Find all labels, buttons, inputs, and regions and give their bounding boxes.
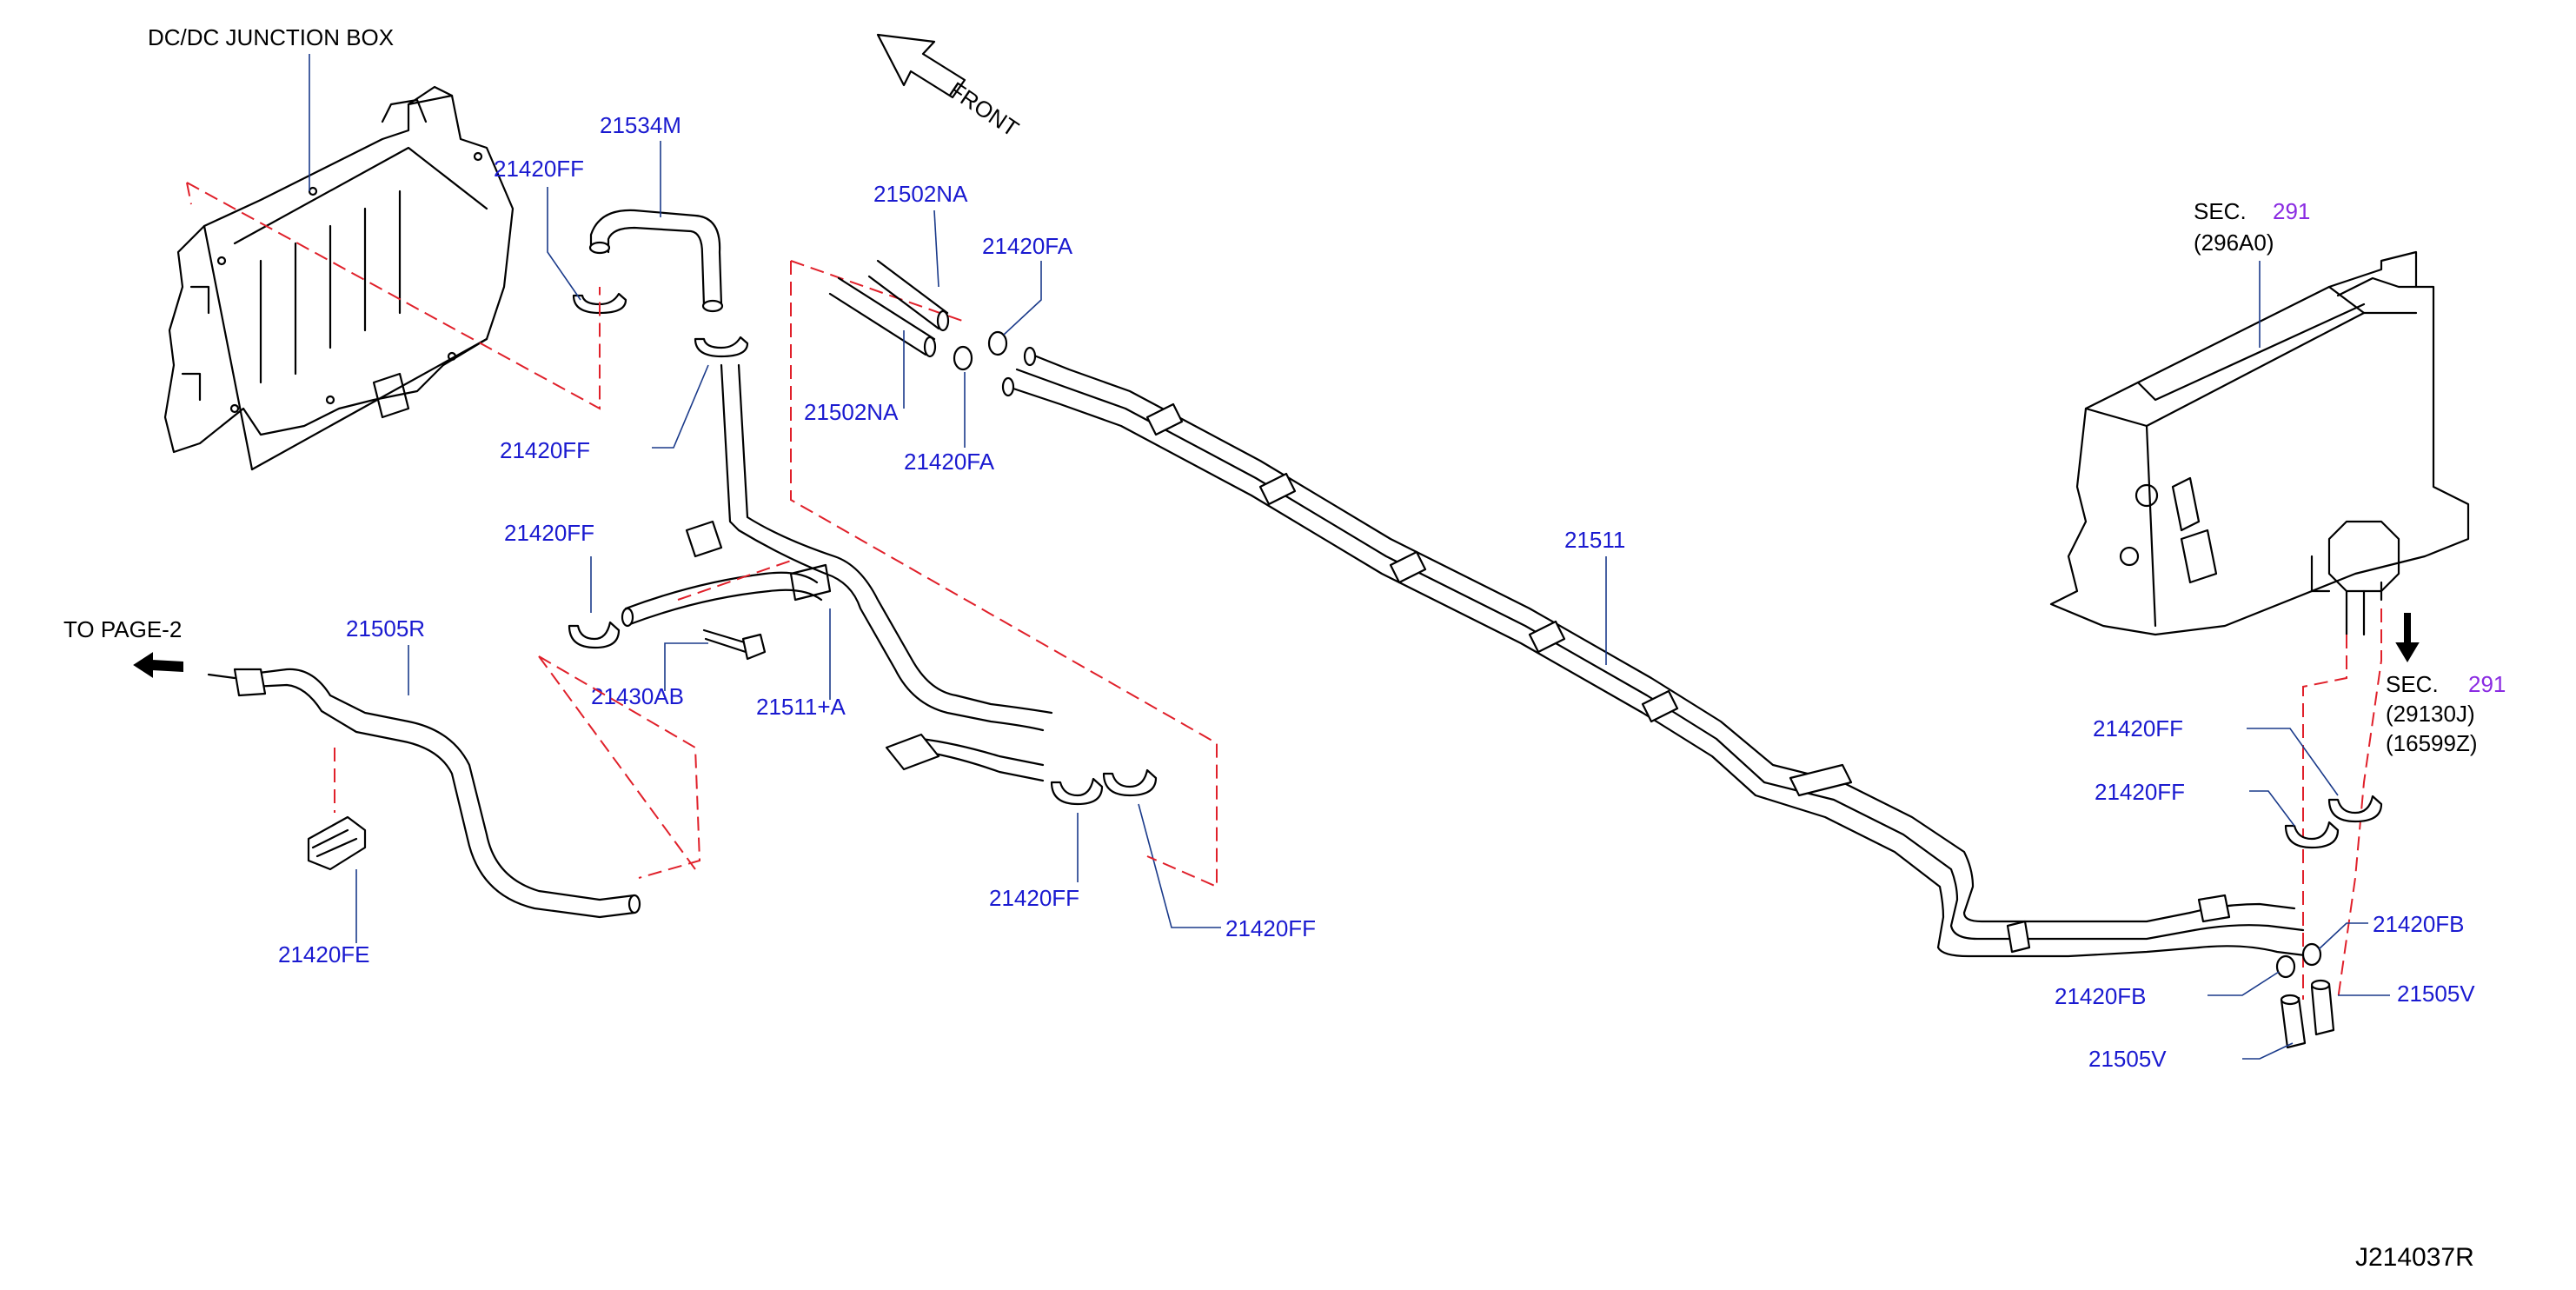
leader-21420FB-b	[2208, 971, 2280, 996]
label-21420FF-f: 21420FF	[2093, 715, 2183, 741]
leader-21420FB-a	[2318, 922, 2368, 950]
clamp-21420FE	[307, 815, 367, 871]
label-21420FF-e: 21420FF	[1225, 915, 1316, 941]
clamp-21420FF-c	[568, 621, 621, 649]
sec-291-component	[2049, 250, 2470, 636]
clamp-21420FF-b	[694, 336, 749, 358]
clamp-21420FF-f	[2327, 795, 2383, 823]
label-21511: 21511	[1564, 527, 1625, 553]
leader-21420FF-b	[652, 364, 709, 449]
guide-line-b	[538, 261, 1218, 888]
guide-line-d	[538, 655, 696, 870]
sec-top-number: 291	[2273, 198, 2310, 224]
label-21420FF-b: 21420FF	[500, 437, 590, 463]
clamp-21420FF-g	[2284, 821, 2340, 849]
label-21505R: 21505R	[346, 615, 425, 642]
clamp-21420FF-d	[1050, 777, 1104, 806]
label-21420FB-b: 21420FB	[2055, 983, 2147, 1009]
hose-21502NA-b	[828, 276, 937, 358]
sec-top-prefix: SEC.	[2194, 198, 2247, 224]
leader-21420FF-e	[1138, 803, 1221, 928]
leader-21505V-b	[2242, 1042, 2294, 1060]
hose-21505V-b	[2280, 994, 2307, 1049]
label-21420FA-b: 21420FA	[904, 449, 995, 475]
hose-21505V-a	[2310, 979, 2335, 1036]
drawing-id: J214037R	[2355, 1243, 2474, 1272]
sec-top-ref: (296A0)	[2194, 229, 2274, 256]
label-21420FF-c: 21420FF	[504, 520, 594, 546]
clamp-21420FA-b	[953, 345, 973, 371]
leader-21502NA-a	[933, 209, 939, 288]
leader-21420FF-a	[547, 187, 581, 301]
label-21430AB: 21430AB	[591, 683, 684, 709]
hose-21534M	[588, 209, 724, 313]
guide-line-c	[790, 260, 966, 322]
clamp-21420FB-a	[2301, 942, 2322, 967]
label-21420FA-a: 21420FA	[982, 233, 1073, 259]
label-21502NA-a: 21502NA	[873, 181, 968, 207]
sec-bottom-number: 291	[2468, 671, 2506, 697]
sec-bottom-prefix: SEC.	[2386, 671, 2439, 697]
front-label: FRONT	[945, 76, 1024, 142]
clamp-21420FF-e	[1102, 768, 1158, 797]
to-page-label: TO PAGE-2	[63, 616, 182, 642]
hose-21505R	[207, 668, 641, 919]
leader-21420FF-f	[2247, 728, 2339, 796]
sec-bottom-ref1: (29130J)	[2386, 701, 2475, 727]
label-21534M: 21534M	[600, 112, 681, 138]
leader-21420FF-g	[2249, 790, 2295, 827]
pipe-21511	[1001, 346, 2314, 958]
guide-line-sec	[2302, 608, 2382, 1001]
dcdc-junction-box	[163, 85, 515, 471]
label-21502NA-b: 21502NA	[804, 399, 899, 425]
dcdc-junction-box-label: DC/DC JUNCTION BOX	[148, 24, 394, 50]
guide-line-a	[186, 182, 601, 410]
hose-21502NA-a	[867, 259, 950, 332]
clamp-21420FA-a	[987, 330, 1008, 356]
label-21420FF-d: 21420FF	[989, 885, 1079, 911]
front-arrow-icon	[876, 33, 966, 99]
leader-21420FA-a	[1003, 261, 1042, 336]
clamp-21420FB-b	[2275, 954, 2296, 979]
label-21420FF-g: 21420FF	[2095, 779, 2185, 805]
label-21511A: 21511+A	[756, 694, 846, 720]
label-21505V-a: 21505V	[2397, 981, 2475, 1007]
label-21505V-b: 21505V	[2088, 1046, 2167, 1072]
sec-bottom-ref2: (16599Z)	[2386, 730, 2478, 756]
to-page-arrow-icon	[133, 652, 183, 678]
clamp-21420FF-a	[572, 292, 627, 315]
pipe-assembly-21511A	[621, 363, 1053, 782]
label-21420FF-a: 21420FF	[494, 156, 584, 182]
label-21420FB-a: 21420FB	[2373, 911, 2465, 937]
label-21420FE: 21420FE	[278, 941, 370, 968]
leader-21430AB	[664, 642, 708, 691]
bolt-21430AB	[702, 628, 767, 661]
down-arrow-icon	[2395, 613, 2420, 662]
